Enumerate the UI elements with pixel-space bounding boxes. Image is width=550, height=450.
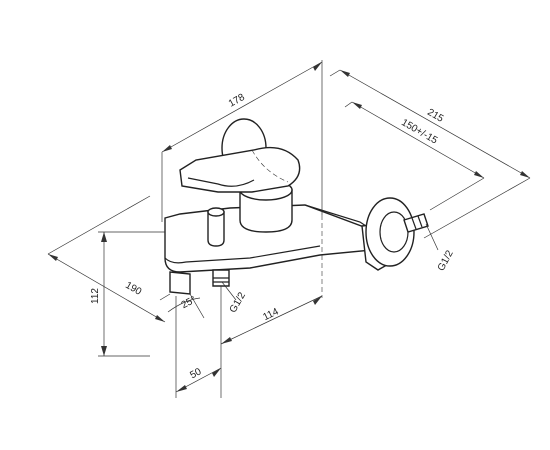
dim-112: 112: [90, 288, 101, 304]
dim-114: 114: [261, 306, 281, 323]
dim-25-deg: 25°: [180, 294, 199, 311]
faucet-body: [164, 118, 429, 295]
spout-outlet: [169, 271, 191, 295]
diverter-knob: [207, 211, 225, 247]
thread-g1-2-right: G1/2: [436, 248, 456, 273]
handle-base: [239, 189, 293, 233]
dim-178: 178: [227, 92, 247, 110]
dim-215: 215: [425, 107, 445, 125]
dim-190: 190: [123, 280, 143, 298]
lever-handle: [179, 146, 301, 193]
dim-150: 150+/-15: [399, 117, 439, 147]
wall-flange-right: [365, 197, 415, 267]
dim-50: 50: [188, 366, 203, 381]
dimension-lines: [47, 60, 531, 398]
thread-g1-2-bottom: G1/2: [228, 290, 249, 315]
threaded-inlet: [403, 213, 429, 233]
